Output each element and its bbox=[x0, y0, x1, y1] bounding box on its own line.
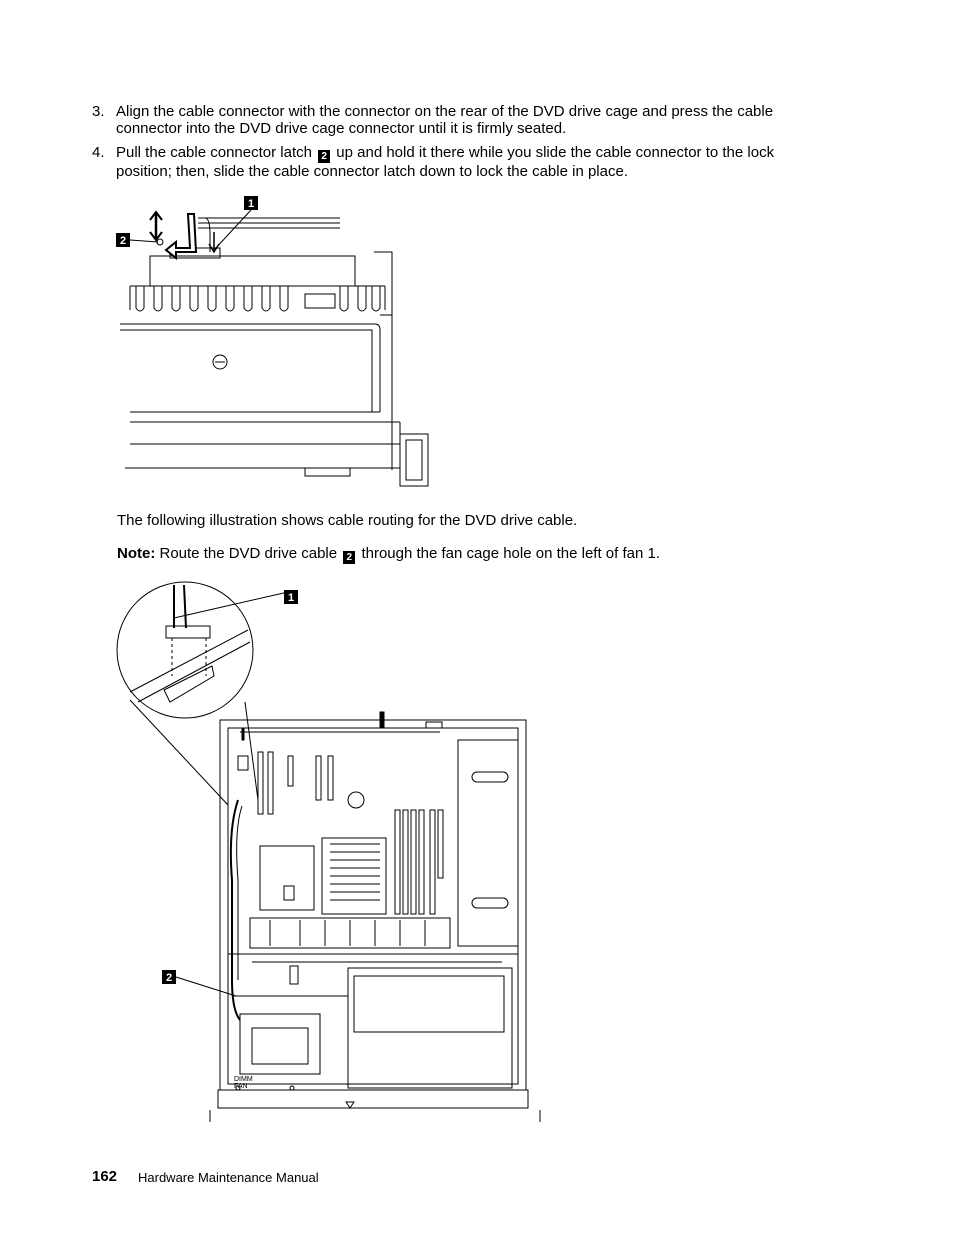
step-number: 3. bbox=[92, 103, 105, 120]
board-labels: DIMM FAN bbox=[234, 1076, 253, 1090]
page-number: 162 bbox=[92, 1168, 118, 1185]
manual-title: Hardware Maintenance Manual bbox=[138, 1170, 319, 1185]
svg-text:2: 2 bbox=[166, 972, 172, 984]
server-chassis bbox=[209, 711, 541, 1122]
callout-1: 1 bbox=[213, 196, 258, 251]
routing-paragraph: The following illustration shows cable r… bbox=[117, 512, 578, 529]
callout-badge: 2 bbox=[343, 551, 356, 564]
callout-badge: 2 bbox=[318, 150, 331, 163]
dvd-cable-route bbox=[229, 799, 243, 1021]
step-number: 4. bbox=[92, 144, 105, 161]
callout-2: 2 bbox=[162, 970, 237, 997]
note-text-before: Route the DVD drive cable bbox=[159, 545, 338, 562]
note: Note: Route the DVD drive cable 2 throug… bbox=[117, 545, 817, 564]
dvd-cable-connector-figure: 1 2 bbox=[116, 196, 429, 487]
svg-text:2: 2 bbox=[120, 235, 126, 247]
dvd-cable-routing-figure: DIMM FAN 1 2 bbox=[116, 581, 541, 1122]
callout-2: 2 bbox=[116, 233, 164, 247]
callout-1: 1 bbox=[284, 590, 298, 604]
svg-text:1: 1 bbox=[248, 198, 254, 210]
step-text: Pull the cable connector latch 2 up and … bbox=[116, 144, 832, 180]
svg-text:1: 1 bbox=[288, 592, 294, 604]
svg-text:FAN: FAN bbox=[234, 1083, 248, 1090]
step-text-before: Pull the cable connector latch bbox=[116, 144, 312, 161]
step-text-after: up and hold it there while you slide the… bbox=[116, 144, 775, 180]
step-text: Align the cable connector with the conne… bbox=[116, 103, 774, 137]
cage-ribs bbox=[135, 286, 381, 312]
note-text-after: through the fan cage hole on the left of… bbox=[361, 545, 660, 562]
svg-text:DIMM: DIMM bbox=[234, 1076, 253, 1083]
note-label: Note: bbox=[117, 545, 156, 562]
